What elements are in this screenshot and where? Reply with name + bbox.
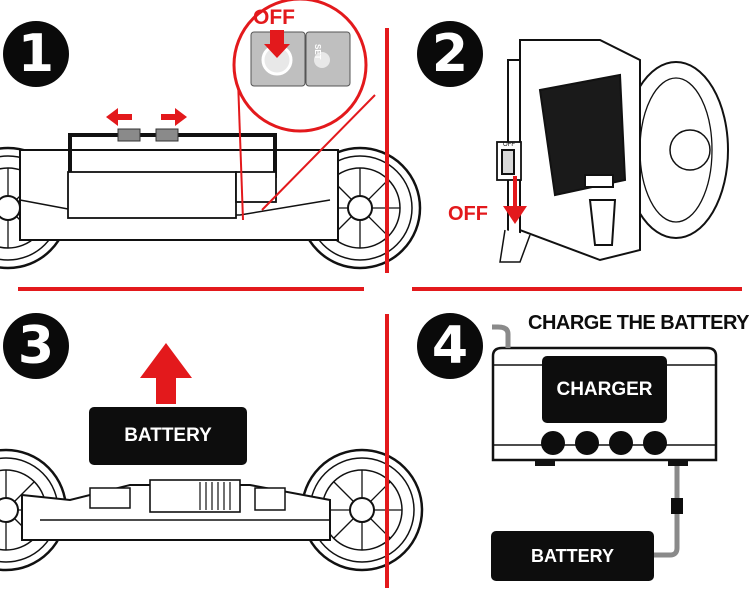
panel2-off-arrow bbox=[503, 176, 527, 224]
panel1-zoom-callout bbox=[232, 0, 376, 221]
divider-bottom bbox=[385, 314, 389, 588]
divider-top bbox=[385, 28, 389, 273]
step-1-badge: 1 bbox=[3, 21, 69, 87]
panel3-chassis bbox=[0, 448, 424, 572]
step-2-badge: 2 bbox=[417, 21, 483, 87]
panel4-heading: CHARGE THE BATTERY bbox=[528, 312, 749, 334]
panel2-off-label: OFF bbox=[448, 203, 488, 225]
panel3-lift-arrow bbox=[140, 343, 192, 404]
panel4-cable-connector bbox=[671, 498, 683, 514]
step-4-badge: 4 bbox=[417, 313, 483, 379]
panel3-battery-label: BATTERY bbox=[89, 407, 247, 465]
divider-right bbox=[412, 287, 742, 291]
panel2-switch-label: OFF bbox=[503, 142, 515, 148]
panel4-charger-label: CHARGER bbox=[542, 356, 667, 423]
panel4-cables bbox=[492, 324, 680, 558]
panel4-battery-label: BATTERY bbox=[491, 531, 654, 581]
panel1-chassis bbox=[0, 128, 422, 270]
panel2-transmitter bbox=[496, 39, 729, 263]
panel1-set-label: SET bbox=[313, 44, 322, 60]
panel1-unplug-arrows bbox=[106, 108, 187, 126]
step-3-badge: 3 bbox=[3, 313, 69, 379]
divider-left bbox=[18, 287, 364, 291]
panel1-off-label: OFF bbox=[253, 6, 295, 29]
